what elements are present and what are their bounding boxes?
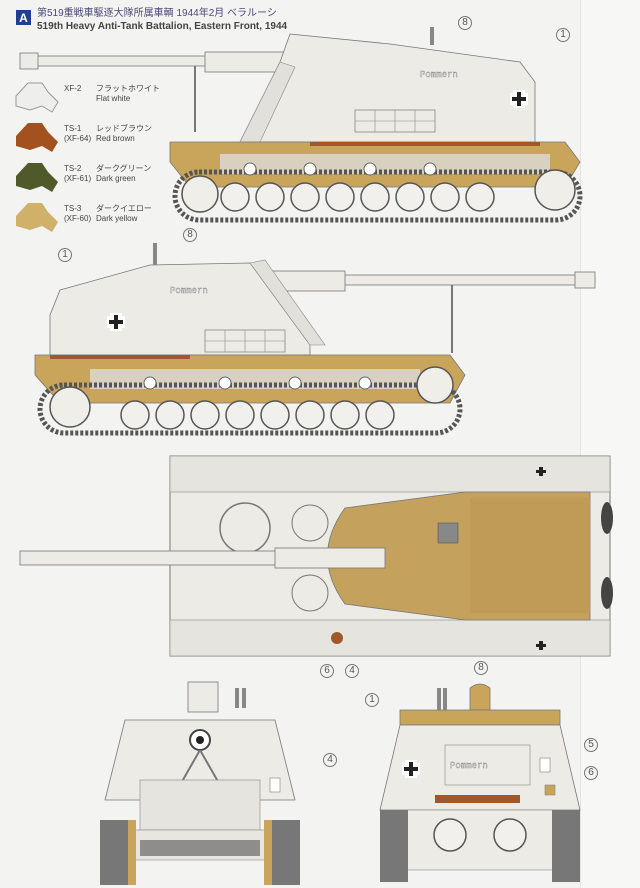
callout-8: 8 xyxy=(183,228,197,242)
title-english: 519th Heavy Anti-Tank Battalion, Eastern… xyxy=(37,21,288,32)
vehicle-name-decal: Pommern xyxy=(450,761,488,771)
paint-name-en: Dark yellow xyxy=(96,214,138,223)
paint-code: TS-1(XF-64) xyxy=(64,124,92,143)
callout-8: 8 xyxy=(458,16,472,30)
callout-6: 6 xyxy=(584,766,598,780)
balkenkreuz-icon xyxy=(107,313,125,331)
front-view xyxy=(100,681,300,885)
page-header: A 第519重戦車駆逐大隊所属車輌 1944年2月 ベラルーシ 519th He… xyxy=(16,8,287,33)
balkenkreuz-icon xyxy=(510,90,528,108)
title-japanese: 第519重戦車駆逐大隊所属車輌 1944年2月 ベラルーシ xyxy=(37,8,277,19)
paint-code: TS-3(XF-60) xyxy=(64,204,92,223)
paint-name-en: Flat white xyxy=(96,94,131,103)
callout-1: 1 xyxy=(365,693,379,707)
vehicle-name-decal: Pommern xyxy=(170,286,208,296)
paint-swatch-icon xyxy=(16,203,58,232)
legend-item-red-brown: TS-1(XF-64) レッドブラウン Red brown xyxy=(14,120,174,160)
paint-name-jp: フラットホワイト xyxy=(96,84,160,93)
paint-name-jp: レッドブラウン xyxy=(96,124,152,133)
paint-code: XF-2 xyxy=(64,84,82,93)
callout-1: 1 xyxy=(58,248,72,262)
paint-name-en: Red brown xyxy=(96,134,135,143)
balkenkreuz-icon xyxy=(402,760,420,778)
paint-swatch-icon xyxy=(16,163,58,192)
callout-6: 6 xyxy=(320,664,334,678)
legend-item-dark-green: TS-2(XF-61) ダークグリーン Dark green xyxy=(14,160,174,200)
left-side-view: Pommern xyxy=(34,243,596,436)
rear-view: Pommern xyxy=(379,683,581,882)
paint-code: TS-2(XF-61) xyxy=(64,164,92,183)
paint-name-jp: ダークグリーン xyxy=(96,164,152,173)
paint-swatch-icon xyxy=(16,123,58,152)
callout-4: 4 xyxy=(323,753,337,767)
right-side-view: Pommern xyxy=(19,27,583,223)
balkenkreuz-icon xyxy=(536,641,546,650)
callout-8: 8 xyxy=(474,661,488,675)
top-view xyxy=(19,455,613,657)
balkenkreuz-icon xyxy=(536,467,546,476)
scheme-badge: A xyxy=(16,10,31,25)
legend-item-dark-yellow: TS-3(XF-60) ダークイエロー Dark yellow xyxy=(14,200,174,240)
legend-item-flat-white: XF-2 フラットホワイト Flat white xyxy=(14,80,174,120)
paint-swatch-icon xyxy=(15,82,59,113)
callout-4: 4 xyxy=(345,664,359,678)
vehicle-name-decal: Pommern xyxy=(420,70,458,80)
callout-5: 5 xyxy=(584,738,598,752)
paint-name-en: Dark green xyxy=(96,174,136,183)
callout-1: 1 xyxy=(556,28,570,42)
paint-name-jp: ダークイエロー xyxy=(96,204,152,213)
